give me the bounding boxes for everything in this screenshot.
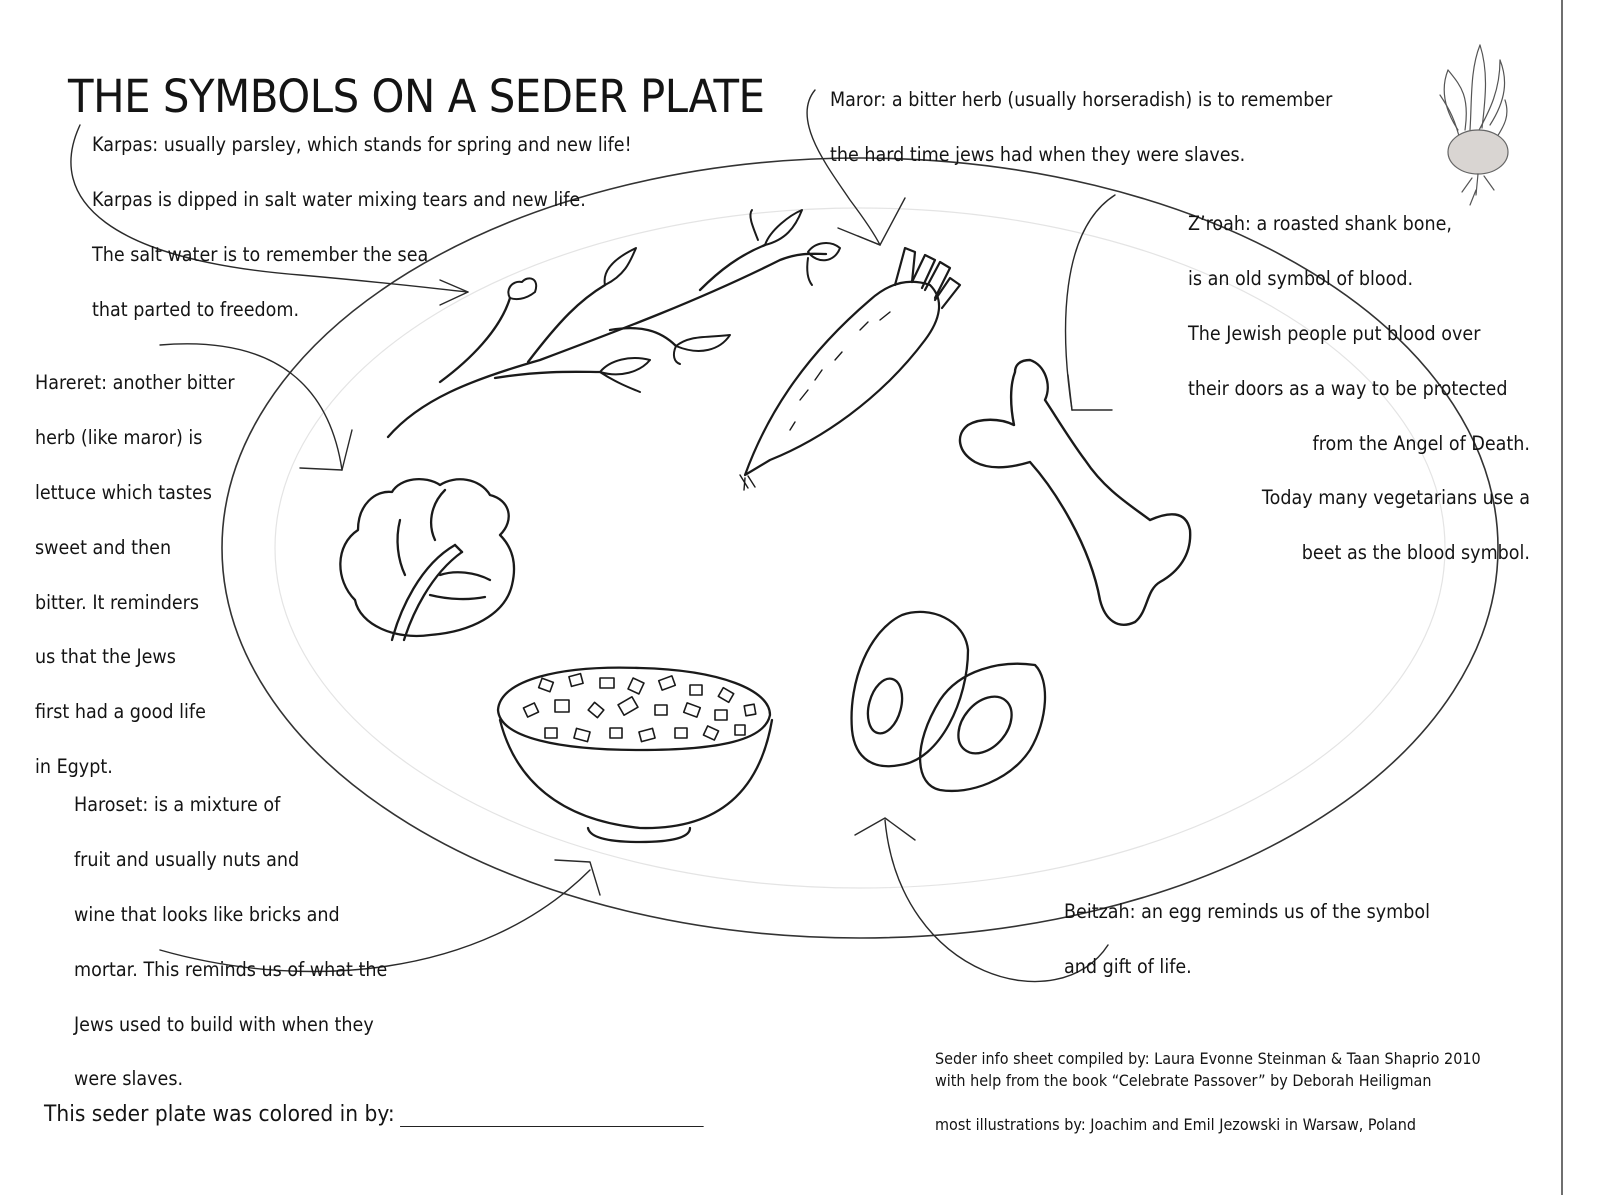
caption-line: Beitzah: an egg reminds us of the symbol [1064, 900, 1430, 924]
caption-line: mortar. This reminds us of what the [74, 957, 388, 981]
caption-line: in Egypt. [35, 755, 113, 779]
parsley-icon [386, 209, 841, 439]
haroset-bowl-icon [496, 666, 774, 844]
caption-line: were slaves. [74, 1067, 184, 1091]
caption-line: first had a good life [35, 700, 206, 724]
caption-line: lettuce which tastes [35, 481, 212, 505]
caption-line: and gift of life. [1064, 955, 1192, 979]
caption-line: sweet and then [35, 535, 172, 559]
page-edge-line [1561, 0, 1563, 1195]
caption-line: Jews used to build with when they [74, 1012, 374, 1036]
caption-line: beet as the blood symbol. [1301, 541, 1530, 565]
caption-line: Haroset: is a mixture of [74, 793, 281, 817]
colored-by-field: This seder plate was colored in by: [44, 1102, 704, 1127]
colored-by-name-line[interactable] [400, 1106, 704, 1127]
credits: Seder info sheet compiled by: Laura Evon… [935, 1048, 1481, 1136]
caption-beitzah: Beitzah: an egg reminds us of the symbol… [1064, 871, 1430, 1008]
plate-icon [221, 157, 1499, 939]
credits-illustrations: most illustrations by: Joachim and Emil … [935, 1115, 1416, 1134]
caption-line: Maror: a bitter herb (usually horseradis… [830, 88, 1333, 112]
caption-maror: Maror: a bitter herb (usually horseradis… [830, 59, 1332, 196]
caption-line: bitter. It reminders [35, 590, 199, 614]
caption-line: us that the Jews [35, 645, 176, 669]
caption-haroset: Haroset: is a mixture of fruit and usual… [74, 764, 387, 1120]
caption-line: Karpas: usually parsley, which stands fo… [92, 133, 632, 157]
credits-help: with help from the book “Celebrate Passo… [935, 1071, 1432, 1090]
caption-line: Hareret: another bitter [35, 371, 235, 395]
arrow-icons [70, 89, 1116, 983]
caption-line: is an old symbol of blood. [1188, 267, 1414, 291]
caption-hareret: Hareret: another bitter herb (like maror… [35, 342, 235, 808]
caption-line: fruit and usually nuts and [74, 848, 300, 872]
beet-icon [1439, 44, 1509, 206]
caption-line: The salt water is to remember the sea [92, 243, 429, 267]
caption-zroah: Z’roah: a roasted shank bone, is an old … [1179, 183, 1530, 594]
caption-line: herb (like maror) is [35, 426, 203, 450]
caption-line: the hard time jews had when they were sl… [830, 143, 1246, 167]
colored-by-label: This seder plate was colored in by: [44, 1102, 395, 1127]
horseradish-icon [739, 246, 962, 491]
caption-line: Today many vegetarians use a [1261, 486, 1530, 510]
caption-line: The Jewish people put blood over [1188, 322, 1481, 346]
caption-line: Karpas is dipped in salt water mixing te… [92, 188, 586, 212]
shank-bone-icon [958, 358, 1192, 626]
caption-line: wine that looks like bricks and [74, 903, 340, 927]
caption-line: their doors as a way to be protected [1188, 376, 1508, 400]
page-title: THE SYMBOLS ON A SEDER PLATE [68, 70, 765, 124]
caption-karpas: Karpas: usually parsley, which stands fo… [92, 104, 632, 351]
egg-icon [850, 610, 1047, 793]
caption-line: from the Angel of Death. [1312, 431, 1530, 455]
lettuce-icon [339, 477, 516, 642]
credits-compiled: Seder info sheet compiled by: Laura Evon… [935, 1049, 1481, 1068]
caption-line: that parted to freedom. [92, 297, 300, 321]
caption-line: Z’roah: a roasted shank bone, [1188, 212, 1453, 236]
